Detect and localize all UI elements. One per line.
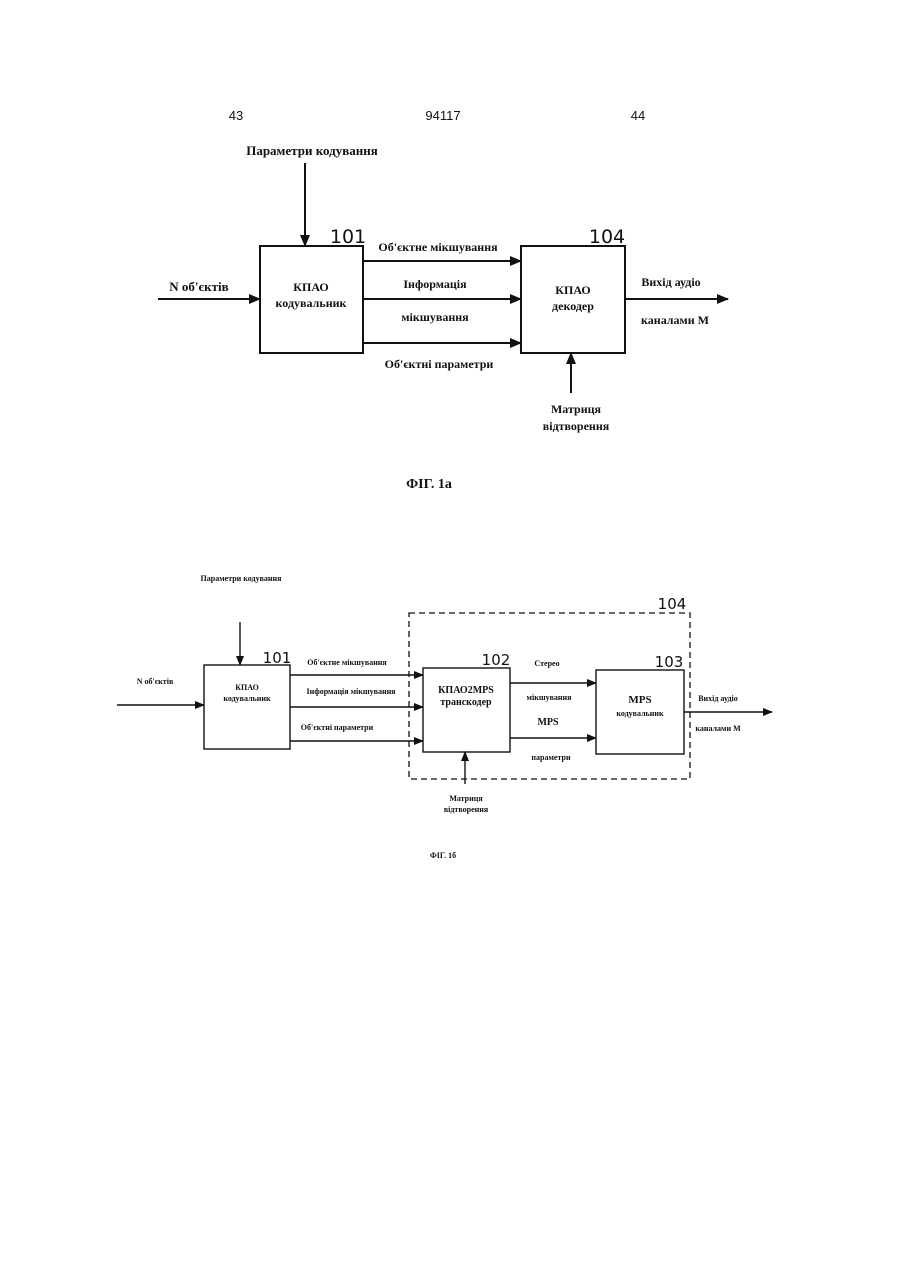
fig1b-matrix-label-2: відтворення: [444, 805, 489, 814]
fig1b-params-label: Параметри кодування: [201, 574, 283, 583]
fig1b-mps-encoder-ref: 103: [655, 653, 684, 671]
fig1a-matrix-label-1: Матриця: [551, 402, 602, 416]
fig1b-transcoder-subtitle: транскодер: [440, 697, 492, 708]
fig1b-mps-label-1: MPS: [537, 717, 559, 728]
fig1a-mix-label: Об'єктне мікшування: [378, 240, 498, 254]
fig1b-transcoder-box: [423, 668, 510, 752]
fig1b-info-label: Інформація мікшування: [306, 687, 396, 696]
fig1b-caption: ФІГ. 1б: [430, 851, 456, 860]
fig1a-decoder-subtitle: декодер: [552, 299, 594, 313]
fig1a-output-label-1: Вихід аудіо: [641, 275, 700, 289]
fig1a-matrix-label-2: відтворення: [543, 419, 610, 433]
fig1a-caption: ФІГ. 1а: [406, 477, 452, 492]
fig1b-encoder-ref: 101: [263, 649, 292, 667]
fig1b-input-label: N об'єктів: [137, 677, 174, 686]
fig1b-mix-label: Об'єктне мікшування: [307, 658, 387, 667]
fig1b-obj-params-label: Об'єктні параметри: [301, 723, 374, 732]
fig1b-transcoder-ref: 102: [482, 651, 511, 669]
fig1a-decoder-ref: 104: [589, 226, 625, 248]
page-header: 43 94117 44: [229, 108, 645, 123]
fig1b-encoder-title: КПАО: [235, 683, 259, 692]
fig1a-input-label: N об'єктів: [169, 279, 228, 294]
fig1a-encoder-title: КПАО: [293, 280, 328, 294]
fig1a-info-label-1: Інформація: [403, 277, 467, 291]
page-number-left: 43: [229, 108, 243, 123]
fig1b-matrix-label-1: Матриця: [449, 794, 483, 803]
fig1a-obj-params-label: Об'єктні параметри: [385, 357, 494, 371]
patent-number: 94117: [425, 108, 460, 123]
figure-1a: Параметри кодування N об'єктів 101 КПАО …: [158, 143, 728, 492]
fig1b-transcoder-title: КПАО2MPS: [438, 685, 494, 696]
fig1a-output-label-2: каналами M: [641, 313, 709, 327]
page-number-right: 44: [631, 108, 645, 123]
fig1b-encoder-subtitle: кодувальник: [223, 694, 271, 703]
fig1b-mps-encoder-subtitle: кодувальник: [616, 709, 664, 718]
fig1a-params-label: Параметри кодування: [246, 143, 378, 158]
fig1a-encoder-ref: 101: [330, 226, 366, 248]
fig1a-encoder-subtitle: кодувальник: [276, 296, 347, 310]
fig1b-output-label-2: каналами M: [695, 724, 741, 733]
fig1b-group-ref: 104: [658, 595, 687, 613]
fig1b-output-label-1: Вихід аудіо: [698, 694, 738, 703]
fig1b-mps-encoder-title: MPS: [628, 694, 651, 706]
figure-1b: Параметри кодування N об'єктів 101 КПАО …: [117, 574, 772, 860]
fig1a-decoder-title: КПАО: [555, 283, 590, 297]
fig1b-stereo-label-2: мікшування: [527, 693, 573, 702]
fig1b-stereo-label-1: Стерео: [534, 659, 559, 668]
fig1b-encoder-box: [204, 665, 290, 749]
fig1a-info-label-2: мікшування: [401, 310, 469, 324]
fig1b-mps-label-2: параметри: [531, 753, 571, 762]
